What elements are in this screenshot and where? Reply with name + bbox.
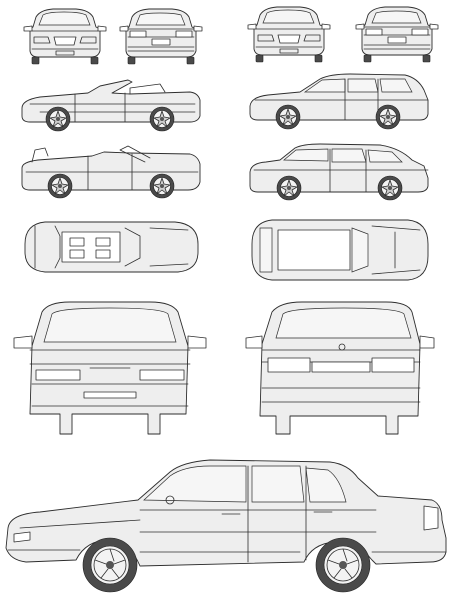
sedan-rear-view [245,301,435,435]
wagon-side-view-alt [249,143,429,201]
convertible-front-view [23,8,107,65]
sedan-front-view [13,301,207,435]
wagon-side-view [249,73,429,130]
convertible-side-view-top-down [21,79,201,132]
convertible-rear-view [119,8,203,65]
sedan-side-view [5,459,447,593]
convertible-side-view-top-raising [21,145,201,199]
wagon-front-view [247,6,331,63]
wagon-top-view [251,219,429,281]
wagon-rear-view [355,6,439,63]
convertible-top-view [24,221,199,273]
